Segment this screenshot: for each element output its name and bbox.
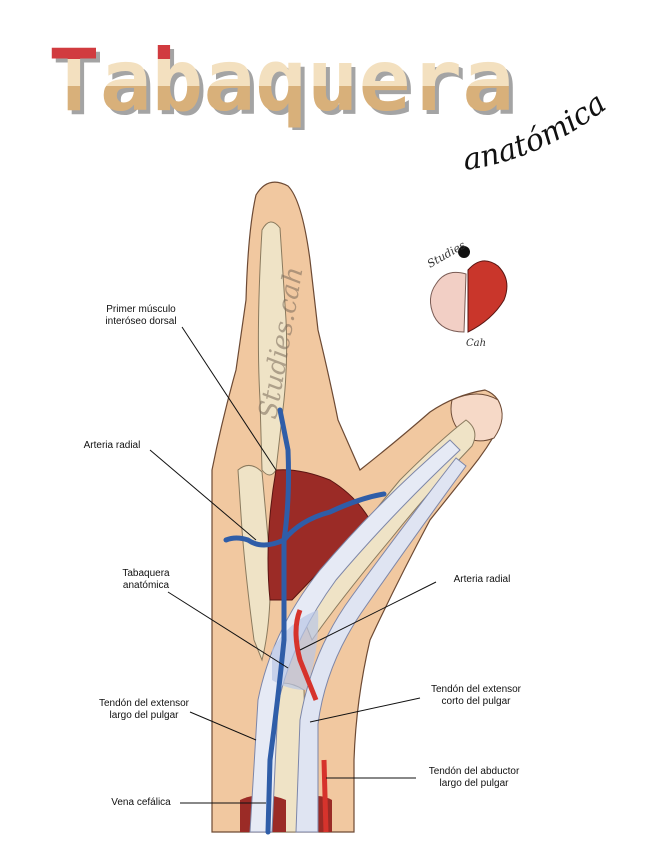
label-cephalic-vein: Vena cefálica xyxy=(96,797,186,809)
label-extensor-pollicis-brevis: Tendón del extensor corto del pulgar xyxy=(414,684,538,708)
label-abductor-pollicis-longus: Tendón del abductor largo del pulgar xyxy=(412,766,536,790)
brain-icon xyxy=(430,272,466,332)
label-snuffbox: Tabaquera anatómica xyxy=(104,568,188,592)
brain-heart-logo: Studies Cah xyxy=(418,240,518,352)
heart-icon xyxy=(468,261,507,332)
label-first-dorsal-interosseous: Primer músculo interóseo dorsal xyxy=(86,304,196,328)
label-radial-artery-left: Arteria radial xyxy=(62,440,162,452)
label-radial-artery-right: Arteria radial xyxy=(432,574,532,586)
logo-text-bottom: Cah xyxy=(466,338,486,349)
label-extensor-pollicis-longus: Tendón del extensor largo del pulgar xyxy=(82,698,206,722)
